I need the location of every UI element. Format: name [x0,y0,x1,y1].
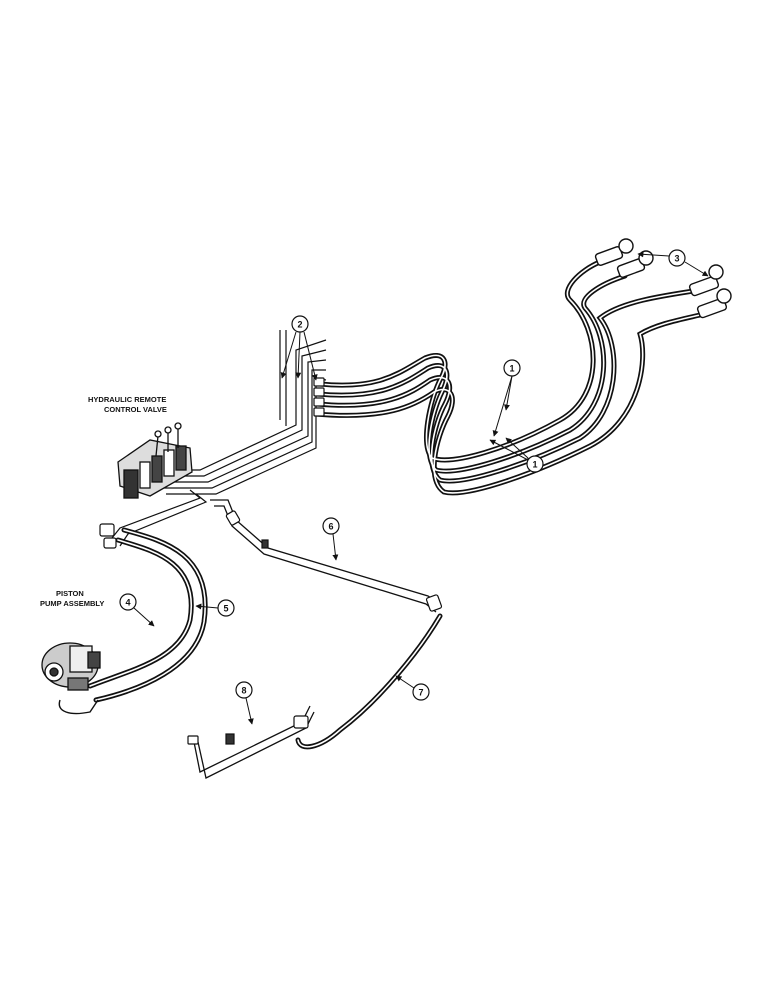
hose-4-and-5-highlight [89,529,207,701]
line-6-fittings [225,510,443,612]
callout-8-number: 8 [241,686,246,696]
callout-3: 3 [637,249,709,277]
hose-bundle-1 [313,259,715,496]
pump-return-line [58,699,99,715]
line-8-fittings [187,715,309,745]
callout-4: 4 [119,593,155,627]
callout-6-number: 6 [328,522,333,532]
callout-5: 5 [195,599,235,617]
callout-2: 2 [280,315,318,381]
steel-line-6 [210,499,441,613]
pump-hose-fittings [99,523,117,549]
callout-5-number: 5 [223,604,228,614]
pump-label-line-2: PUMP ASSEMBLY [40,599,104,608]
callout-7-number: 7 [418,688,423,698]
piston-pump-assembly [41,642,101,691]
valve-label-line-1: HYDRAULIC REMOTE [88,395,166,404]
quick-couplers-3 [594,238,732,319]
callout-7: 7 [395,675,430,701]
valve-label-line-2: CONTROL VALVE [104,405,167,414]
callout-8: 8 [235,681,254,725]
hose-7-highlight [297,615,441,748]
hose-fittings [313,377,325,417]
hose-7 [295,613,443,750]
callout-1-top-number: 1 [509,364,514,374]
hydraulic-remote-control-valve [117,422,193,499]
steel-line-8 [193,705,315,779]
hose-bundle-1-highlight [315,261,713,494]
callout-1-top: 1 [492,359,521,437]
callout-6: 6 [322,517,340,561]
callout-3-number: 3 [674,254,679,264]
pump-label-line-1: PISTON [56,589,84,598]
callout-2-number: 2 [297,320,302,330]
hose-4-and-5 [87,527,208,703]
callout-4-number: 4 [125,598,130,608]
callout-1-bottom: 1 [489,437,544,473]
callout-1-bottom-number: 1 [532,460,537,470]
